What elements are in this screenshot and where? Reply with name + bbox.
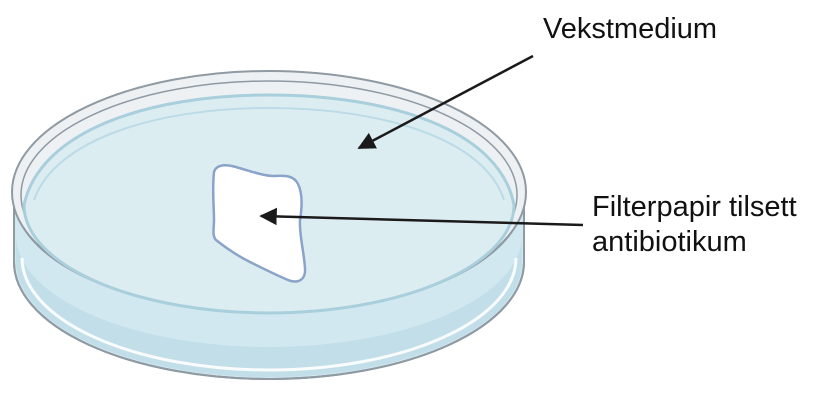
label-filterpapir-line1: Filterpapir tilsett — [592, 191, 797, 223]
label-vekstmedium: Vekstmedium — [543, 13, 717, 45]
label-filterpapir-line2: antibiotikum — [592, 226, 747, 258]
